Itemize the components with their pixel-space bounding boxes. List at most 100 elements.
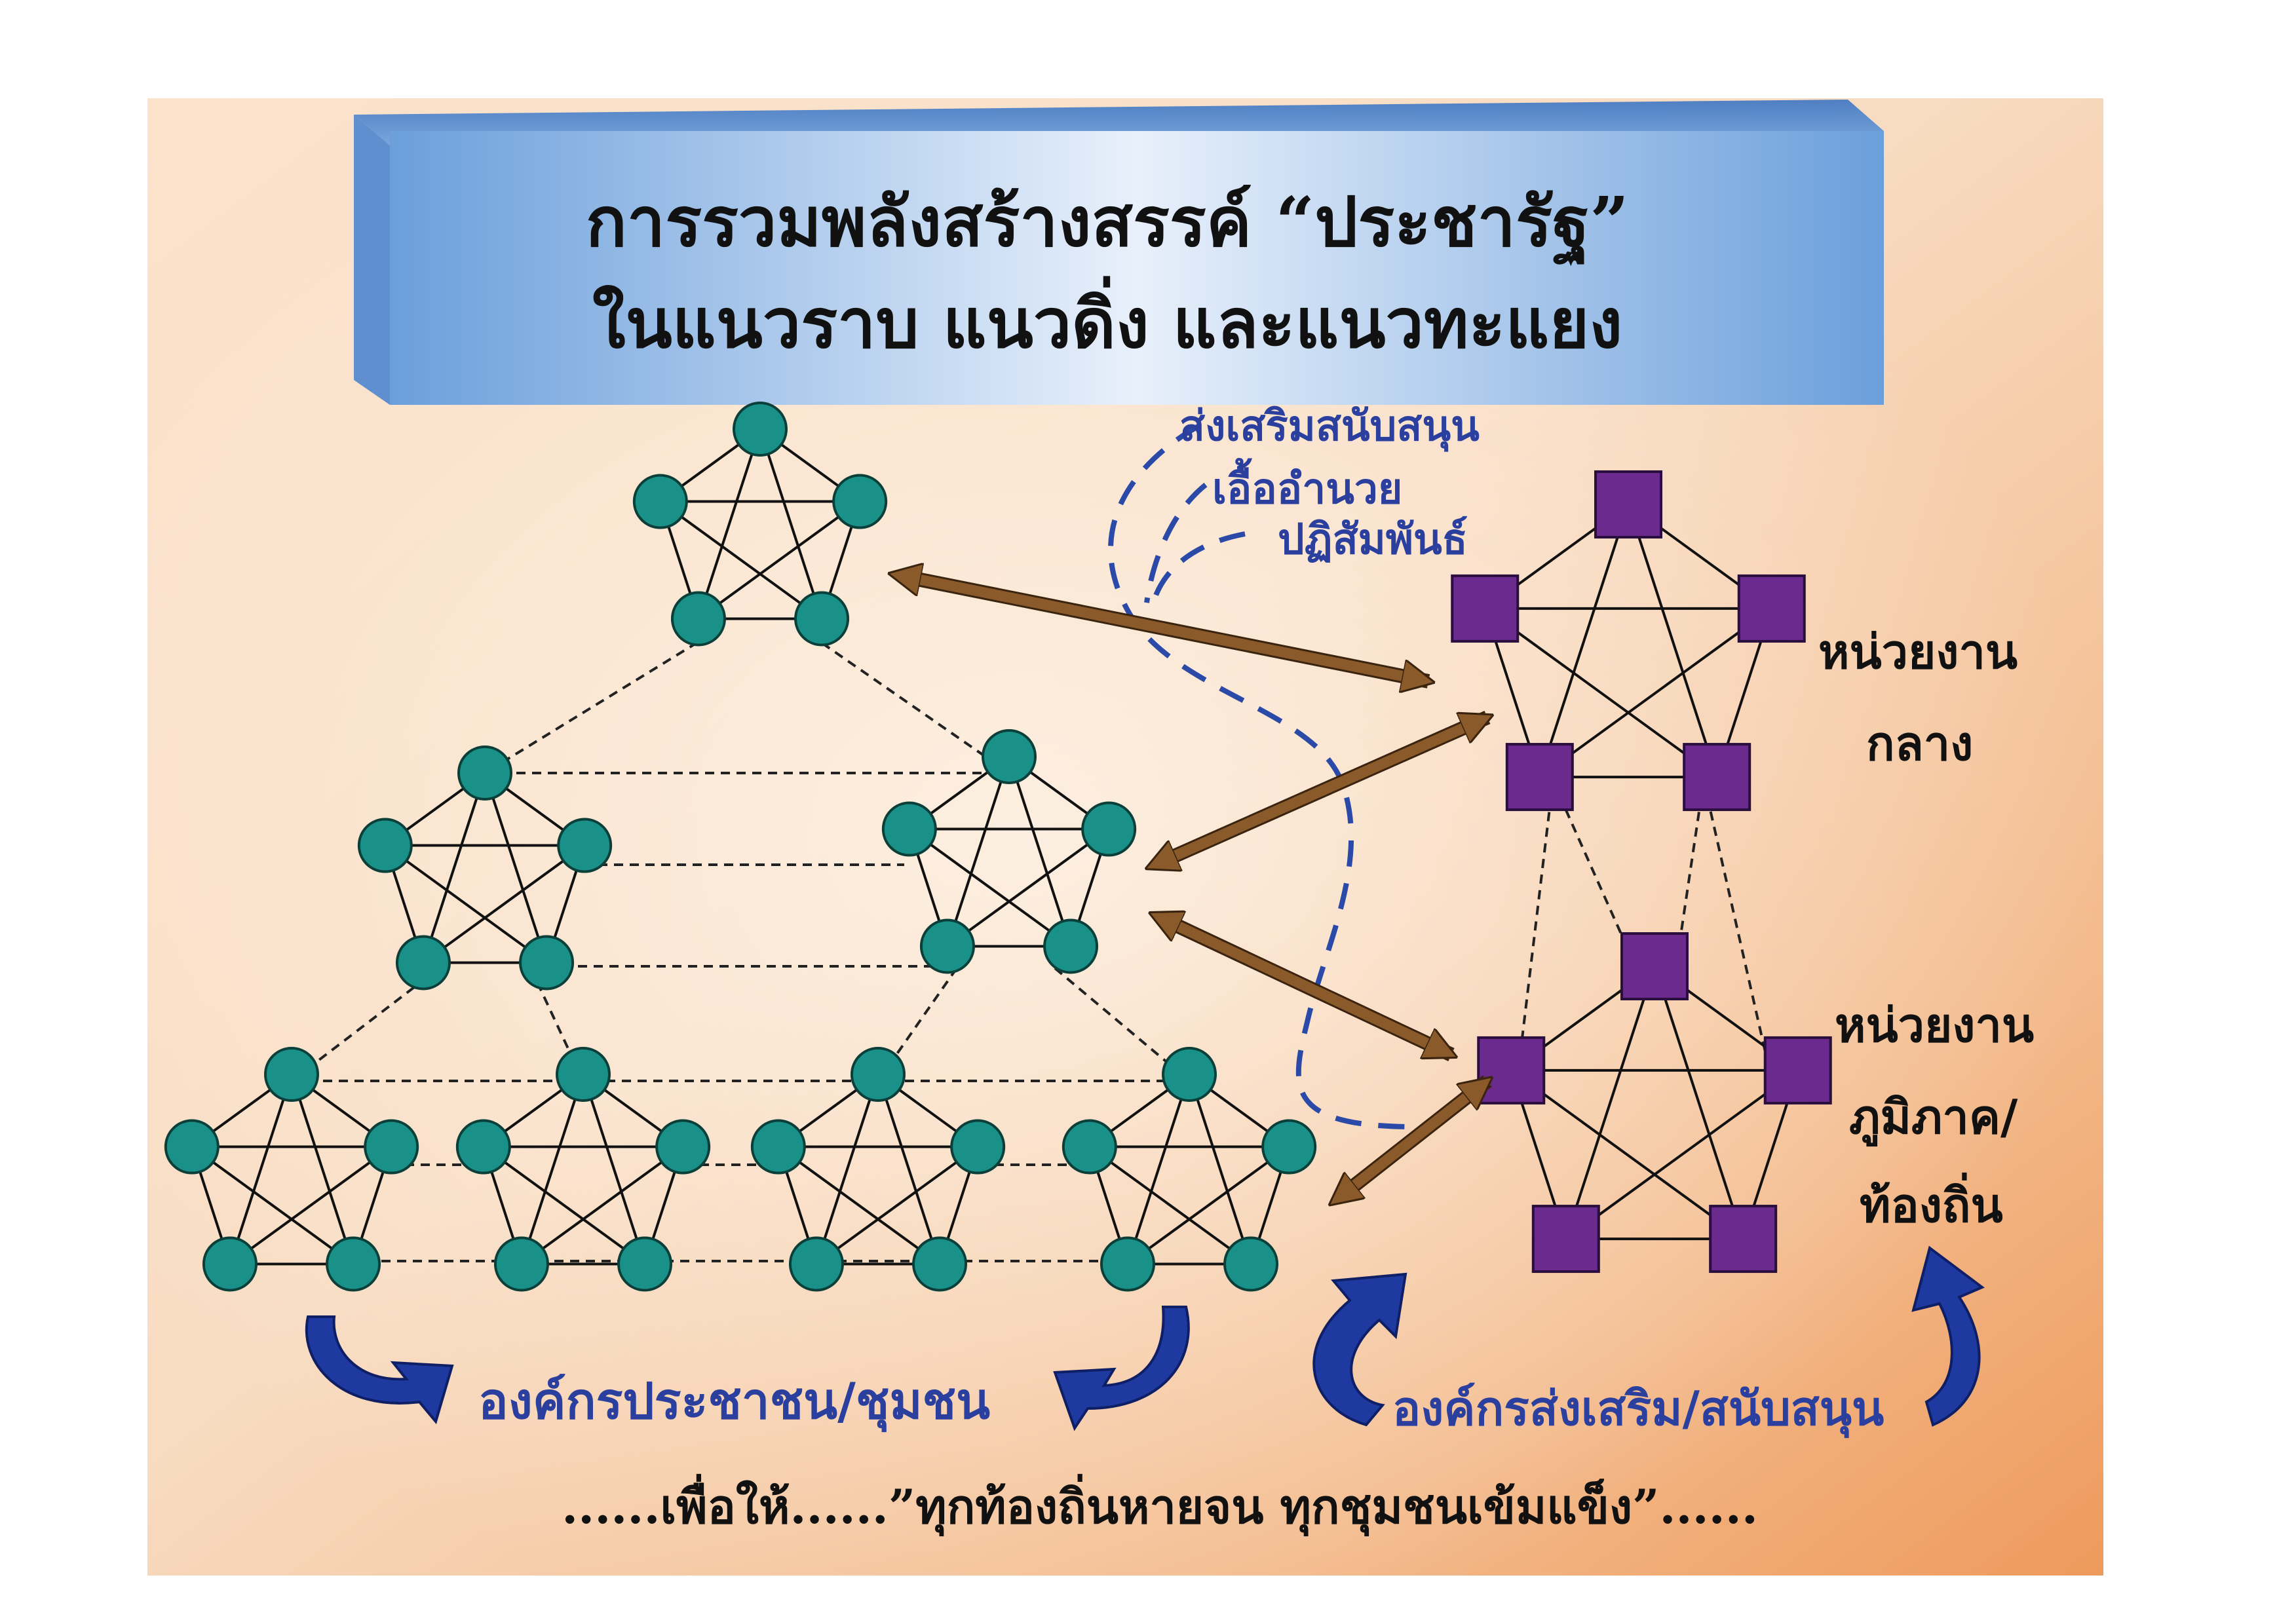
community-node: [670, 591, 726, 647]
community-link: [229, 1145, 392, 1266]
community-link: [1126, 1074, 1191, 1265]
community-node: [519, 935, 575, 991]
agency-regional-label-3: ท้องถิ่น: [1860, 1172, 2003, 1233]
community-node: [655, 1119, 711, 1175]
support-label-3: ปฏิสัมพันธ์: [1278, 515, 1468, 564]
agency-node: [1620, 932, 1689, 1000]
community-network-4: [164, 1047, 419, 1292]
community-network-3: [881, 729, 1137, 974]
agency-node: [1709, 1205, 1778, 1274]
community-link: [1188, 1074, 1252, 1265]
community-link: [777, 1145, 941, 1266]
community-node: [1261, 1119, 1317, 1175]
community-node: [1081, 801, 1137, 857]
community-node: [982, 729, 1037, 784]
community-node: [1162, 1047, 1217, 1102]
community-link: [191, 1145, 354, 1266]
community-node: [455, 1119, 511, 1175]
agency-link: [1539, 607, 1772, 778]
support-label-1: ส่งเสริมสนับสนุน: [1179, 402, 1480, 452]
community-node: [364, 1119, 419, 1175]
agency-central-label-2: กลาง: [1866, 715, 1973, 771]
support-label-2: เอื้ออำนวย: [1212, 458, 1402, 514]
curved-arrow-right-2: [1911, 1245, 1985, 1427]
community-link: [229, 1074, 293, 1265]
community-link: [484, 772, 548, 964]
agency-node: [1477, 1036, 1546, 1105]
community-link: [697, 428, 761, 620]
community-link: [482, 1145, 646, 1266]
agency-networks: [1451, 470, 1832, 1274]
curved-arrows: [305, 1245, 1985, 1431]
community-node: [1043, 918, 1099, 974]
community-node: [851, 1047, 906, 1102]
community-networks: [164, 402, 1317, 1292]
community-link: [384, 844, 548, 964]
community-link: [1088, 1145, 1252, 1266]
community-node: [326, 1236, 381, 1292]
community-node: [164, 1119, 220, 1175]
community-network-7: [1062, 1047, 1317, 1292]
community-link: [659, 500, 823, 620]
community-link: [290, 1074, 354, 1265]
agency-network-2: [1477, 932, 1832, 1274]
community-node: [788, 1236, 844, 1292]
community-node: [794, 591, 850, 647]
curved-arrow-right-1: [1312, 1272, 1407, 1427]
community-network-6: [750, 1047, 1006, 1292]
agency-node: [1531, 1205, 1600, 1274]
community-node: [395, 935, 451, 991]
agency-regional-label-2: ภูมิภาค/: [1849, 1089, 2018, 1147]
community-dashed-links: [290, 633, 1191, 1262]
community-network-2: [357, 746, 613, 991]
agency-link: [1510, 1069, 1744, 1240]
community-node: [202, 1236, 258, 1292]
interaction-arrows: [914, 578, 1487, 1189]
community-node: [912, 1236, 968, 1292]
curved-arrow-left-1: [305, 1315, 454, 1425]
agency-link: [1564, 966, 1656, 1239]
community-network-1: [632, 402, 888, 647]
community-link: [946, 756, 1010, 947]
agency-link: [1484, 607, 1718, 778]
community-node: [264, 1047, 319, 1102]
community-node: [556, 1047, 611, 1102]
agency-link: [1565, 1069, 1799, 1240]
community-node: [750, 1119, 806, 1175]
agency-node: [1763, 1036, 1832, 1105]
community-node: [557, 818, 613, 873]
community-node: [357, 818, 413, 873]
community-node: [919, 918, 975, 974]
community-node: [632, 474, 688, 529]
title-banner: การรวมพลังสร้างสรรค์ “ประชารัฐ” ในแนวราบ…: [354, 100, 1884, 405]
agency-node: [1594, 470, 1662, 538]
community-node: [1223, 1236, 1279, 1292]
agency-link: [1538, 504, 1630, 778]
agency-central-label-1: หน่วยงาน: [1818, 624, 2018, 679]
community-node: [1100, 1236, 1155, 1292]
community-node: [881, 801, 937, 857]
agency-node: [1737, 574, 1806, 643]
community-link: [697, 500, 861, 620]
community-link: [582, 1074, 646, 1265]
agency-node: [1451, 574, 1520, 643]
community-link: [422, 772, 486, 964]
community-network-5: [455, 1047, 711, 1292]
community-link: [759, 428, 823, 620]
support-dashed-branch-1: [1144, 482, 1208, 603]
community-node: [493, 1236, 549, 1292]
agency-link: [1653, 966, 1745, 1239]
title-line-2: ในแนวราบ แนวดิ่ง และแนวทะแยง: [592, 276, 1622, 364]
community-link: [422, 844, 586, 964]
community-link: [815, 1074, 879, 1265]
community-node: [950, 1119, 1006, 1175]
agency-network-1: [1451, 470, 1806, 812]
community-node: [832, 474, 888, 529]
agency-regional-label-1: หน่วยงาน: [1835, 997, 2034, 1053]
community-node: [457, 746, 512, 801]
community-link: [1126, 1145, 1290, 1266]
community-link: [908, 827, 1072, 948]
community-link: [946, 827, 1110, 948]
curved-arrow-left-2: [1053, 1306, 1190, 1431]
